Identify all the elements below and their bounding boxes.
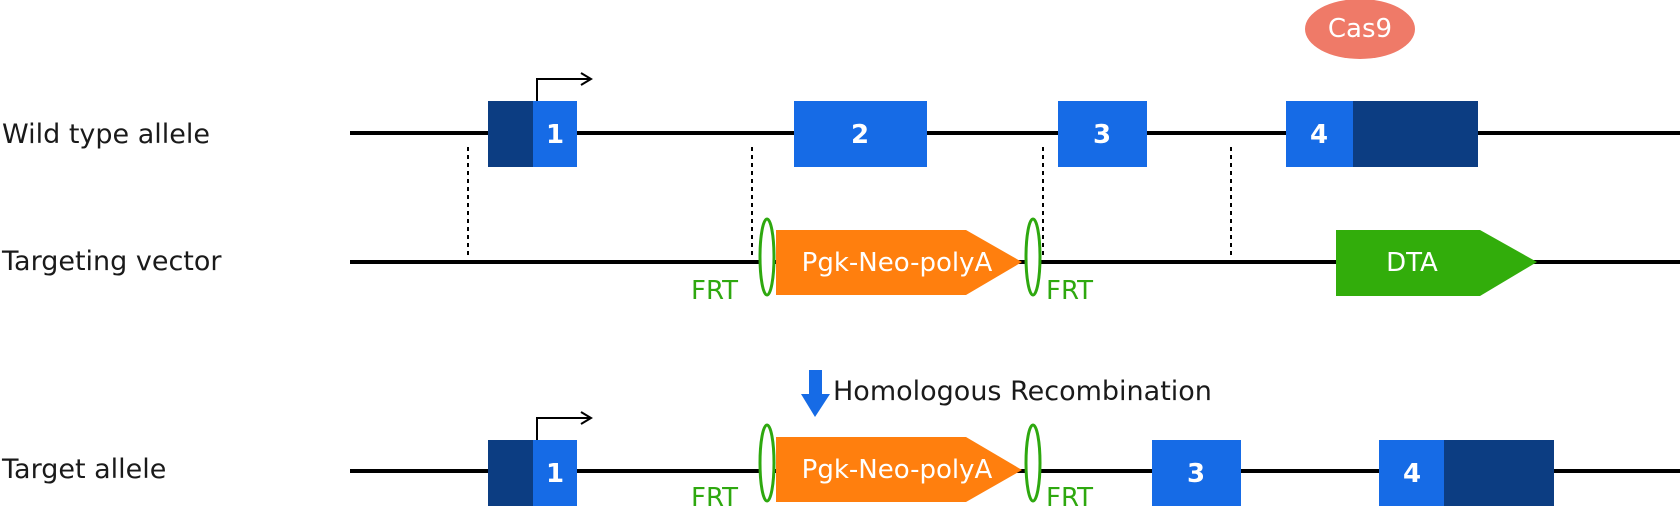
pgk-neo-polya-label: Pgk-Neo-polyA xyxy=(802,248,993,278)
exon-4-utr xyxy=(1353,101,1478,167)
cas9-label: Cas9 xyxy=(1328,14,1392,44)
exon-3-label: 3 xyxy=(1093,120,1111,150)
frt-label-right: FRT xyxy=(1046,483,1093,513)
homology-guides xyxy=(467,147,1232,258)
frt-site-left xyxy=(758,217,776,297)
down-arrow-icon xyxy=(801,370,830,417)
dta-label: DTA xyxy=(1386,248,1438,278)
exon-4-label: 4 xyxy=(1310,120,1328,150)
exon-4 xyxy=(1379,440,1444,506)
targeting-vector-label: Targeting vector xyxy=(1,246,222,277)
target-allele-label: Target allele xyxy=(1,454,166,485)
cas9-ellipse xyxy=(1305,0,1415,59)
exon-3 xyxy=(1058,101,1147,167)
pgk-neo-polya-label: Pgk-Neo-polyA xyxy=(802,455,993,485)
frt-label-right: FRT xyxy=(1046,276,1093,306)
homologous-recombination-label: Homologous Recombination xyxy=(833,376,1212,407)
dta-cassette xyxy=(1336,230,1537,296)
exon-1-label: 1 xyxy=(546,120,564,150)
frt-site-right xyxy=(1024,423,1042,503)
frt-label-left: FRT xyxy=(691,276,738,306)
exon-4 xyxy=(1286,101,1353,167)
exon-4-utr xyxy=(1444,440,1554,506)
exon-2-label: 2 xyxy=(851,120,869,150)
frt-label-left: FRT xyxy=(691,483,738,513)
transcription-start-arrowhead xyxy=(580,72,593,86)
transcription-start-arrow xyxy=(536,78,590,101)
wild-type-allele: 1 2 3 4 xyxy=(488,72,1478,167)
exon-3 xyxy=(1152,440,1241,506)
cas9-marker: Cas9 xyxy=(1305,0,1415,59)
exon-3-label: 3 xyxy=(1187,459,1205,489)
exon-1-label: 1 xyxy=(546,459,564,489)
pgk-neo-polya-cassette xyxy=(776,437,1022,502)
frt-site-right xyxy=(1024,217,1042,297)
exon-1-utr xyxy=(488,101,533,167)
frt-site-left xyxy=(758,423,776,503)
homologous-recombination-step: Homologous Recombination xyxy=(801,370,1212,417)
targeting-vector: Pgk-Neo-polyA FRT FRT DTA xyxy=(691,217,1537,306)
exon-1 xyxy=(533,440,577,506)
wild-type-allele-label: Wild type allele xyxy=(2,119,210,150)
exon-1-utr xyxy=(488,440,533,506)
exon-2 xyxy=(794,101,927,167)
exon-4-label: 4 xyxy=(1403,459,1421,489)
transcription-start-arrow xyxy=(536,417,590,440)
target-allele: 1 Pgk-Neo-polyA FRT FRT 3 4 xyxy=(488,411,1554,513)
exon-1 xyxy=(533,101,577,167)
transcription-start-arrowhead xyxy=(580,411,593,425)
pgk-neo-polya-cassette xyxy=(776,230,1022,295)
